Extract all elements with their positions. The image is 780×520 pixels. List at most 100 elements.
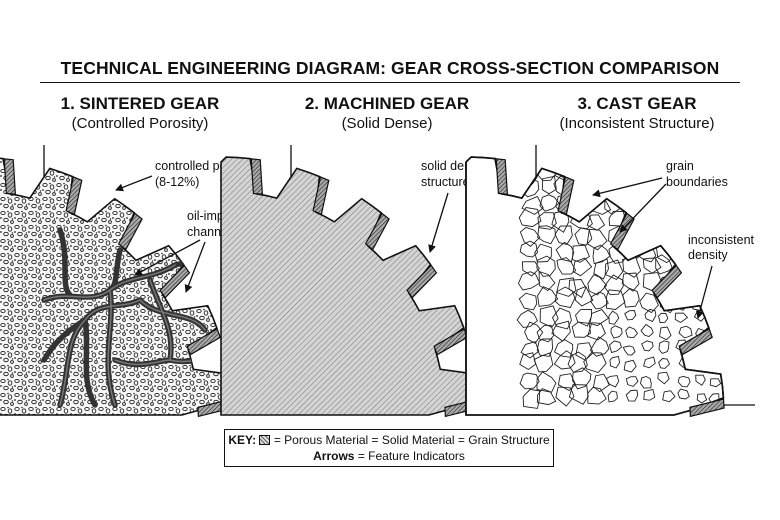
- grain-cell: [746, 344, 758, 355]
- grain-cell: [518, 207, 542, 228]
- grain-cell: [591, 157, 610, 168]
- sintered-heading: 1. SINTERED GEAR: [60, 94, 220, 113]
- grain-cell: [606, 289, 626, 310]
- grain-cell: [745, 388, 756, 399]
- grain-cell: [519, 226, 541, 247]
- grain-annotation: grain boundaries: [592, 159, 728, 233]
- grain-cell: [554, 286, 576, 309]
- grain-cell: [725, 146, 744, 162]
- grain-cell: [623, 359, 637, 373]
- grain-cell: [710, 195, 724, 215]
- tooth-sidewall-hatching: [495, 158, 725, 418]
- grain-cell: [589, 336, 610, 357]
- grain-cell: [658, 340, 670, 354]
- grain-cell: [742, 275, 763, 294]
- grain-cell: [655, 254, 673, 275]
- grain-arrow-2: [619, 183, 667, 233]
- channels-arrow-2: [184, 241, 206, 293]
- grain-cell: [590, 291, 609, 310]
- solid-arrow: [428, 192, 449, 253]
- grain-cell: [695, 374, 706, 386]
- grain-cell: [626, 131, 642, 150]
- grain-cell: [583, 352, 607, 374]
- grain-cell: [677, 376, 691, 388]
- grain-cell: [643, 388, 656, 401]
- grain-cell: [740, 179, 761, 199]
- grain-cell: [571, 244, 590, 263]
- grain-cell: [604, 259, 624, 280]
- grain-cell: [557, 131, 577, 146]
- grain-cell: [570, 130, 591, 146]
- grain-cell: [743, 149, 760, 166]
- grain-cell: [636, 157, 658, 165]
- oil-channels: [41, 227, 232, 408]
- porosity-percent-label: (8-12%): [155, 175, 199, 189]
- grain-cell: [625, 389, 639, 402]
- grain-cell: [690, 193, 707, 214]
- grain-cell: [589, 309, 610, 327]
- machined-subheading: (Solid Dense): [341, 115, 433, 132]
- grain-cell: [572, 192, 594, 213]
- grain-cell: [678, 325, 693, 339]
- grain-cell: [622, 256, 642, 278]
- density-label-line2: density: [688, 248, 728, 262]
- solid-label-line2: structure: [421, 175, 470, 189]
- grain-cell: [610, 325, 623, 339]
- grain-cell: [571, 321, 591, 338]
- grain-cell: [608, 310, 620, 325]
- grain-cell: [622, 159, 643, 184]
- cast-heading: 3. CAST GEAR: [577, 94, 697, 113]
- grain-cell: [554, 225, 573, 246]
- grain-cell: [625, 326, 639, 339]
- grain-cell: [556, 257, 577, 275]
- grain-cell: [639, 292, 659, 314]
- grain-cell: [586, 228, 608, 251]
- grain-cell: [747, 378, 759, 389]
- grain-cell: [574, 285, 594, 307]
- grain-cell: [587, 274, 608, 296]
- grain-cell: [516, 309, 538, 328]
- grain-label-line2: boundaries: [666, 175, 728, 189]
- grain-cell: [537, 388, 557, 406]
- grain-cell: [537, 212, 557, 230]
- density-label-line1: inconsistent: [688, 233, 755, 247]
- grain-cell: [728, 324, 738, 335]
- grain-cell: [536, 324, 555, 343]
- grain-cell: [711, 307, 724, 320]
- grain-cell: [521, 195, 544, 215]
- key-arrows-text: = Feature Indicators: [357, 449, 465, 463]
- grain-cell: [608, 340, 623, 354]
- grain-cell: [671, 209, 688, 226]
- grain-cell: [590, 133, 608, 149]
- grain-cell: [536, 371, 557, 393]
- grain-label-line1: grain: [666, 159, 694, 173]
- grain-cell: [643, 356, 656, 369]
- grain-cell: [585, 162, 605, 183]
- grain-cell: [727, 358, 736, 370]
- grain-cell: [674, 312, 689, 324]
- grain-cell: [726, 210, 748, 228]
- grain-cell: [609, 131, 627, 151]
- grain-cell: [624, 310, 637, 321]
- grain-cell: [557, 373, 577, 392]
- grain-cell: [722, 287, 724, 307]
- grain-cell: [709, 291, 724, 313]
- grain-cell: [657, 197, 679, 218]
- channels-arrow-1: [134, 239, 201, 276]
- grain-cell: [692, 208, 712, 227]
- grain-cell: [741, 210, 760, 226]
- grain-cell: [660, 207, 679, 230]
- key-line-2: Arrows = Feature Indicators: [225, 448, 553, 464]
- grain-cell: [605, 375, 620, 388]
- grain-cell: [747, 310, 757, 320]
- grain-cell: [640, 376, 652, 389]
- grain-arrow-1: [592, 177, 663, 198]
- grain-cell: [517, 271, 541, 291]
- grain-cell: [641, 340, 654, 352]
- grain-cell: [709, 272, 724, 290]
- grain-cell: [555, 241, 575, 263]
- grain-cell: [662, 390, 676, 403]
- grain-cell: [607, 390, 618, 403]
- grain-cell: [592, 244, 611, 265]
- grain-cell: [574, 309, 592, 327]
